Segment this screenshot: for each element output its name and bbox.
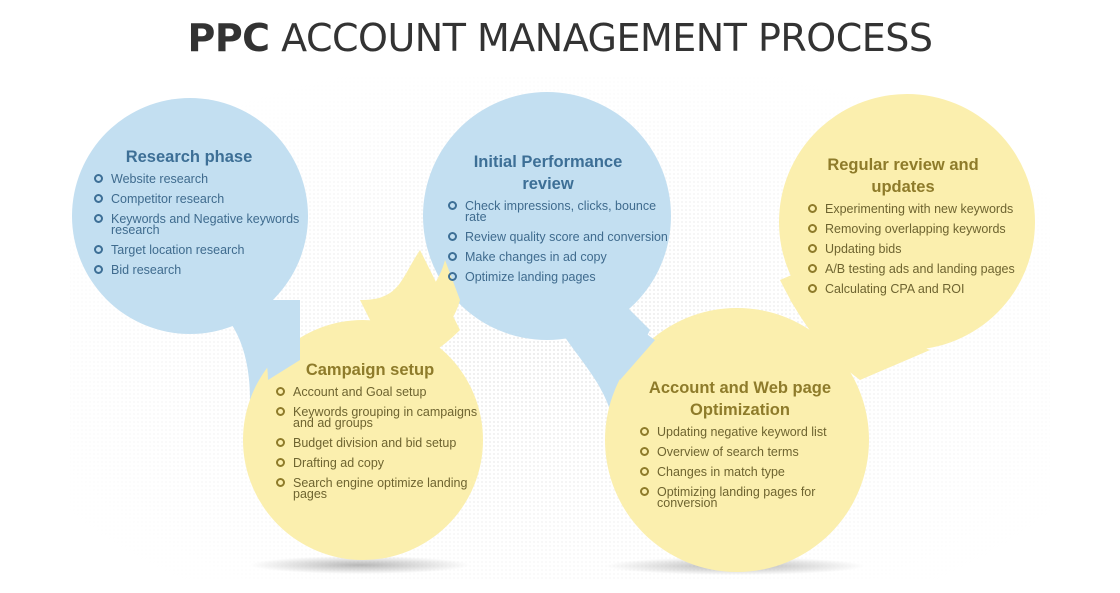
list-item: Updating bids — [808, 243, 1028, 255]
shadow-campaign — [250, 556, 470, 574]
list-item: Keywords and Negative keywords research — [94, 213, 311, 236]
circle-bullet-icon — [808, 284, 817, 293]
panel-research-phase: Research phase Website research Competit… — [94, 146, 324, 285]
circle-campaign-setup — [243, 320, 483, 560]
circle-bullet-icon — [94, 174, 103, 183]
list-item: Keywords grouping in campaigns and ad gr… — [276, 406, 481, 429]
list-item: Optimizing landing pages for conversion — [640, 486, 847, 509]
circle-bullet-icon — [640, 487, 649, 496]
circle-bullet-icon — [448, 252, 457, 261]
list-item: Optimize landing pages — [448, 271, 668, 283]
circle-bullet-icon — [94, 245, 103, 254]
circle-bullet-icon — [448, 232, 457, 241]
list-item: Calculating CPA and ROI — [808, 283, 1028, 295]
circle-bullet-icon — [808, 224, 817, 233]
phase-title: Initial Performance review — [473, 153, 623, 193]
circle-bullet-icon — [276, 387, 285, 396]
circle-bullet-icon — [640, 427, 649, 436]
circle-bullet-icon — [448, 272, 457, 281]
list-item: Review quality score and conversion — [448, 231, 668, 243]
circle-bullet-icon — [94, 214, 103, 223]
list-item: Updating negative keyword list — [640, 426, 850, 438]
circle-regular-review — [779, 94, 1035, 350]
circle-account-optimization — [605, 308, 869, 572]
circle-bullet-icon — [640, 467, 649, 476]
panel-account-web-optimization: Account and Web page Optimization Updati… — [640, 377, 850, 518]
phase-title: Account and Web page Optimization — [648, 379, 832, 419]
list-item: Website research — [94, 173, 324, 185]
list-item: Search engine optimize landing pages — [276, 477, 481, 500]
title-bold: PPC — [187, 16, 270, 60]
circle-bullet-icon — [808, 204, 817, 213]
phase-title: Research phase — [125, 148, 253, 166]
circle-bullet-icon — [276, 458, 285, 467]
circle-bullet-icon — [808, 264, 817, 273]
phase-title: Regular review and updates — [827, 156, 979, 196]
circle-initial-review — [423, 92, 671, 340]
list-item: Removing overlapping keywords — [808, 223, 1028, 235]
circle-bullet-icon — [276, 438, 285, 447]
panel-initial-performance-review: Initial Performance review Check impress… — [448, 151, 668, 292]
title-rest: ACCOUNT MANAGEMENT PROCESS — [281, 16, 933, 60]
circle-bullet-icon — [94, 194, 103, 203]
list-item: A/B testing ads and landing pages — [808, 263, 1028, 275]
list-item: Budget division and bid setup — [276, 437, 476, 449]
list-item: Check impressions, clicks, bounce rate — [448, 200, 665, 223]
list-item: Competitor research — [94, 193, 324, 205]
phase-title: Campaign setup — [305, 361, 435, 379]
circle-bullet-icon — [276, 407, 285, 416]
list-item: Bid research — [94, 264, 324, 276]
list-item: Target location research — [94, 244, 324, 256]
circle-bullet-icon — [448, 201, 457, 210]
list-item: Account and Goal setup — [276, 386, 476, 398]
circle-bullet-icon — [808, 244, 817, 253]
page-title: PPC ACCOUNT MANAGEMENT PROCESS — [0, 16, 1120, 60]
circle-bullet-icon — [276, 478, 285, 487]
list-item: Make changes in ad copy — [448, 251, 668, 263]
circle-bullet-icon — [640, 447, 649, 456]
panel-regular-review-updates: Regular review and updates Experimenting… — [808, 154, 1028, 304]
panel-campaign-setup: Campaign setup Account and Goal setup Ke… — [276, 359, 477, 509]
list-item: Drafting ad copy — [276, 457, 476, 469]
circle-bullet-icon — [94, 265, 103, 274]
list-item: Changes in match type — [640, 466, 850, 478]
list-item: Experimenting with new keywords — [808, 203, 1028, 215]
circle-research-phase — [72, 98, 308, 334]
list-item: Overview of search terms — [640, 446, 850, 458]
